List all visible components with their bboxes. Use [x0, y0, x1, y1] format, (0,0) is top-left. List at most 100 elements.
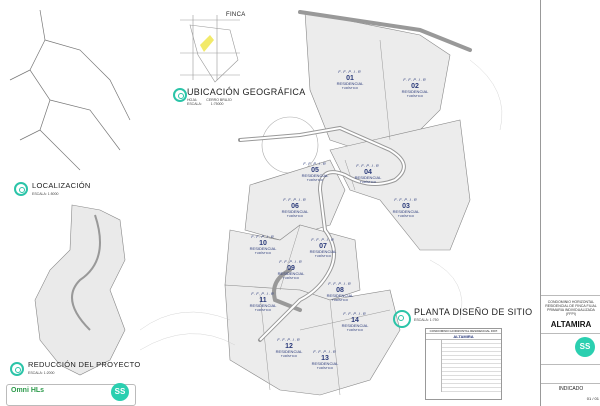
lot-number: 06 — [291, 202, 299, 210]
lot-label-11: F.F.P.I.R 11 RESIDENCIAL TURÍSTICO — [249, 290, 277, 313]
geo-title: UBICACIÓN GEOGRÁFICA — [187, 87, 306, 97]
lot-code: F.F.P.I.R — [283, 196, 307, 202]
logo-strip: Omni HLs SS — [6, 383, 136, 406]
lot-use: RESIDENCIAL — [326, 292, 354, 298]
table-title: ALTAMIRA — [426, 334, 501, 340]
lot-subuse: TURÍSTICO — [316, 365, 334, 370]
geo-rows: HOJA: CERRO BRUJO ESCALA: 1:75000 — [187, 98, 232, 106]
lot-subuse: TURÍSTICO — [254, 250, 272, 255]
finca-label: FINCA — [226, 12, 246, 18]
localizacion-scale: ESCALA: 1:5000 — [32, 192, 59, 196]
lot-label-04: F.F.P.I.R 04 RESIDENCIAL TURÍSTICO — [354, 162, 382, 185]
lot-divisions — [259, 39, 391, 396]
lot-code: F.F.P.I.R — [313, 348, 337, 354]
lot-label-10: F.F.P.I.R 10 RESIDENCIAL TURÍSTICO — [249, 233, 277, 256]
lot-label-06: F.F.P.I.R 06 RESIDENCIAL TURÍSTICO — [281, 196, 309, 219]
lot-code: F.F.P.I.R — [343, 310, 367, 316]
lot-label-05: F.F.P.I.R 05 RESIDENCIAL TURÍSTICO — [301, 160, 329, 183]
lot-use: RESIDENCIAL — [249, 245, 277, 251]
lot-polygons — [224, 11, 471, 396]
lot-code: F.F.P.I.R — [338, 68, 362, 74]
lot-label-02: F.F.P.I.R 02 RESIDENCIAL TURÍSTICO — [401, 76, 429, 99]
lot-label-14: F.F.P.I.R 14 RESIDENCIAL TURÍSTICO — [341, 310, 369, 333]
lot-use: RESIDENCIAL — [336, 80, 364, 86]
lot-subuse: TURÍSTICO — [341, 85, 359, 90]
lot-number: 01 — [346, 74, 354, 82]
lot-use: RESIDENCIAL — [275, 348, 303, 354]
lot-use: RESIDENCIAL — [309, 248, 337, 254]
geo-row-label: HOJA: — [187, 98, 198, 102]
project-description: CONDOMINIO HORIZONTAL RESIDENCIAL DE FIN… — [545, 300, 597, 316]
lot-code: F.F.P.I.R — [356, 162, 380, 168]
lot-number: 12 — [285, 342, 293, 350]
lot-code: F.F.P.I.R — [311, 236, 335, 242]
lot-number: 13 — [321, 354, 329, 362]
lot-code: F.F.P.I.R — [303, 160, 327, 166]
lot-code: F.F.P.I.R — [328, 280, 352, 286]
lot-code: F.F.P.I.R — [394, 196, 418, 202]
scale-value: 1:750 — [429, 318, 439, 322]
sheet-number: 01 / 01 — [586, 396, 599, 401]
lot-subuse: TURÍSTICO — [280, 353, 298, 358]
area-table: CONDOMINIO HORIZONTAL RESIDENCIAL FFPI A… — [425, 328, 502, 400]
lot-use: RESIDENCIAL — [354, 174, 382, 180]
lot-label-09: F.F.P.I.R 09 RESIDENCIAL TURÍSTICO — [277, 258, 305, 281]
lot-use: RESIDENCIAL — [341, 322, 369, 328]
scale-label: ESCALA: — [28, 371, 43, 375]
lot-number: 10 — [259, 239, 267, 247]
lot-subuse: TURÍSTICO — [331, 297, 349, 302]
lot-subuse: TURÍSTICO — [346, 327, 364, 332]
lot-subuse: TURÍSTICO — [286, 213, 304, 218]
lot-use: RESIDENCIAL — [301, 172, 329, 178]
lot-label-07: F.F.P.I.R 07 RESIDENCIAL TURÍSTICO — [309, 236, 337, 259]
lot-number: 07 — [319, 242, 327, 250]
lot-label-08: F.F.P.I.R 08 RESIDENCIAL TURÍSTICO — [326, 280, 354, 303]
geo-row-value: CERRO BRUJO — [206, 98, 232, 102]
north-arrow-icon — [173, 88, 187, 102]
reduccion-title: REDUCCIÓN DEL PROYECTO — [28, 360, 141, 369]
lot-code: F.F.P.I.R — [277, 336, 301, 342]
planta-title: PLANTA DISEÑO DE SITIO — [414, 307, 533, 317]
lot-number: 11 — [259, 296, 267, 304]
contour-lines — [139, 59, 503, 351]
geo-row-label: ESCALA: — [187, 102, 202, 106]
project-name: ALTAMIRA — [550, 320, 592, 329]
lot-use: RESIDENCIAL — [392, 208, 420, 214]
planta-scale: ESCALA: 1:750 — [414, 318, 439, 322]
scale-indicator: INDICADO — [558, 386, 584, 392]
table-rows — [441, 340, 501, 392]
lot-code: F.F.P.I.R — [279, 258, 303, 264]
lot-code: F.F.P.I.R — [403, 76, 427, 82]
ss-logo: SS — [111, 383, 129, 401]
lot-use: RESIDENCIAL — [249, 302, 277, 308]
omni-logo: Omni HLs — [11, 387, 45, 394]
scale-label: ESCALA: — [414, 318, 429, 322]
lot-use: RESIDENCIAL — [277, 270, 305, 276]
scale-value: 1:5000 — [47, 192, 59, 196]
lot-subuse: TURÍSTICO — [254, 307, 272, 312]
lot-subuse: TURÍSTICO — [306, 177, 324, 182]
north-arrow-icon — [393, 310, 411, 328]
finca-locator-map — [180, 15, 240, 83]
geo-row-value: 1:75000 — [210, 102, 224, 106]
lot-code: F.F.P.I.R — [251, 233, 275, 239]
lot-number: 14 — [351, 316, 359, 324]
lot-label-12: F.F.P.I.R 12 RESIDENCIAL TURÍSTICO — [275, 336, 303, 359]
lot-subuse: TURÍSTICO — [406, 93, 424, 98]
lot-use: RESIDENCIAL — [311, 360, 339, 366]
ss-logo: SS — [575, 337, 595, 357]
reduccion-mini-plan — [34, 204, 126, 376]
lot-subuse: TURÍSTICO — [314, 253, 332, 258]
lot-subuse: TURÍSTICO — [397, 213, 415, 218]
lot-label-13: F.F.P.I.R 13 RESIDENCIAL TURÍSTICO — [311, 348, 339, 371]
lot-number: 02 — [411, 82, 419, 90]
lot-use: RESIDENCIAL — [401, 88, 429, 94]
reduccion-scale: ESCALA: 1:2000 — [28, 371, 55, 375]
scale-value: 1:2000 — [43, 371, 55, 375]
lot-subuse: TURÍSTICO — [359, 179, 377, 184]
lot-number: 09 — [287, 264, 295, 272]
lot-use: RESIDENCIAL — [281, 208, 309, 214]
title-block: CONDOMINIO HORIZONTAL RESIDENCIAL DE FIN… — [540, 0, 600, 406]
lot-number: 08 — [336, 286, 344, 294]
lot-code: F.F.P.I.R — [251, 290, 275, 296]
